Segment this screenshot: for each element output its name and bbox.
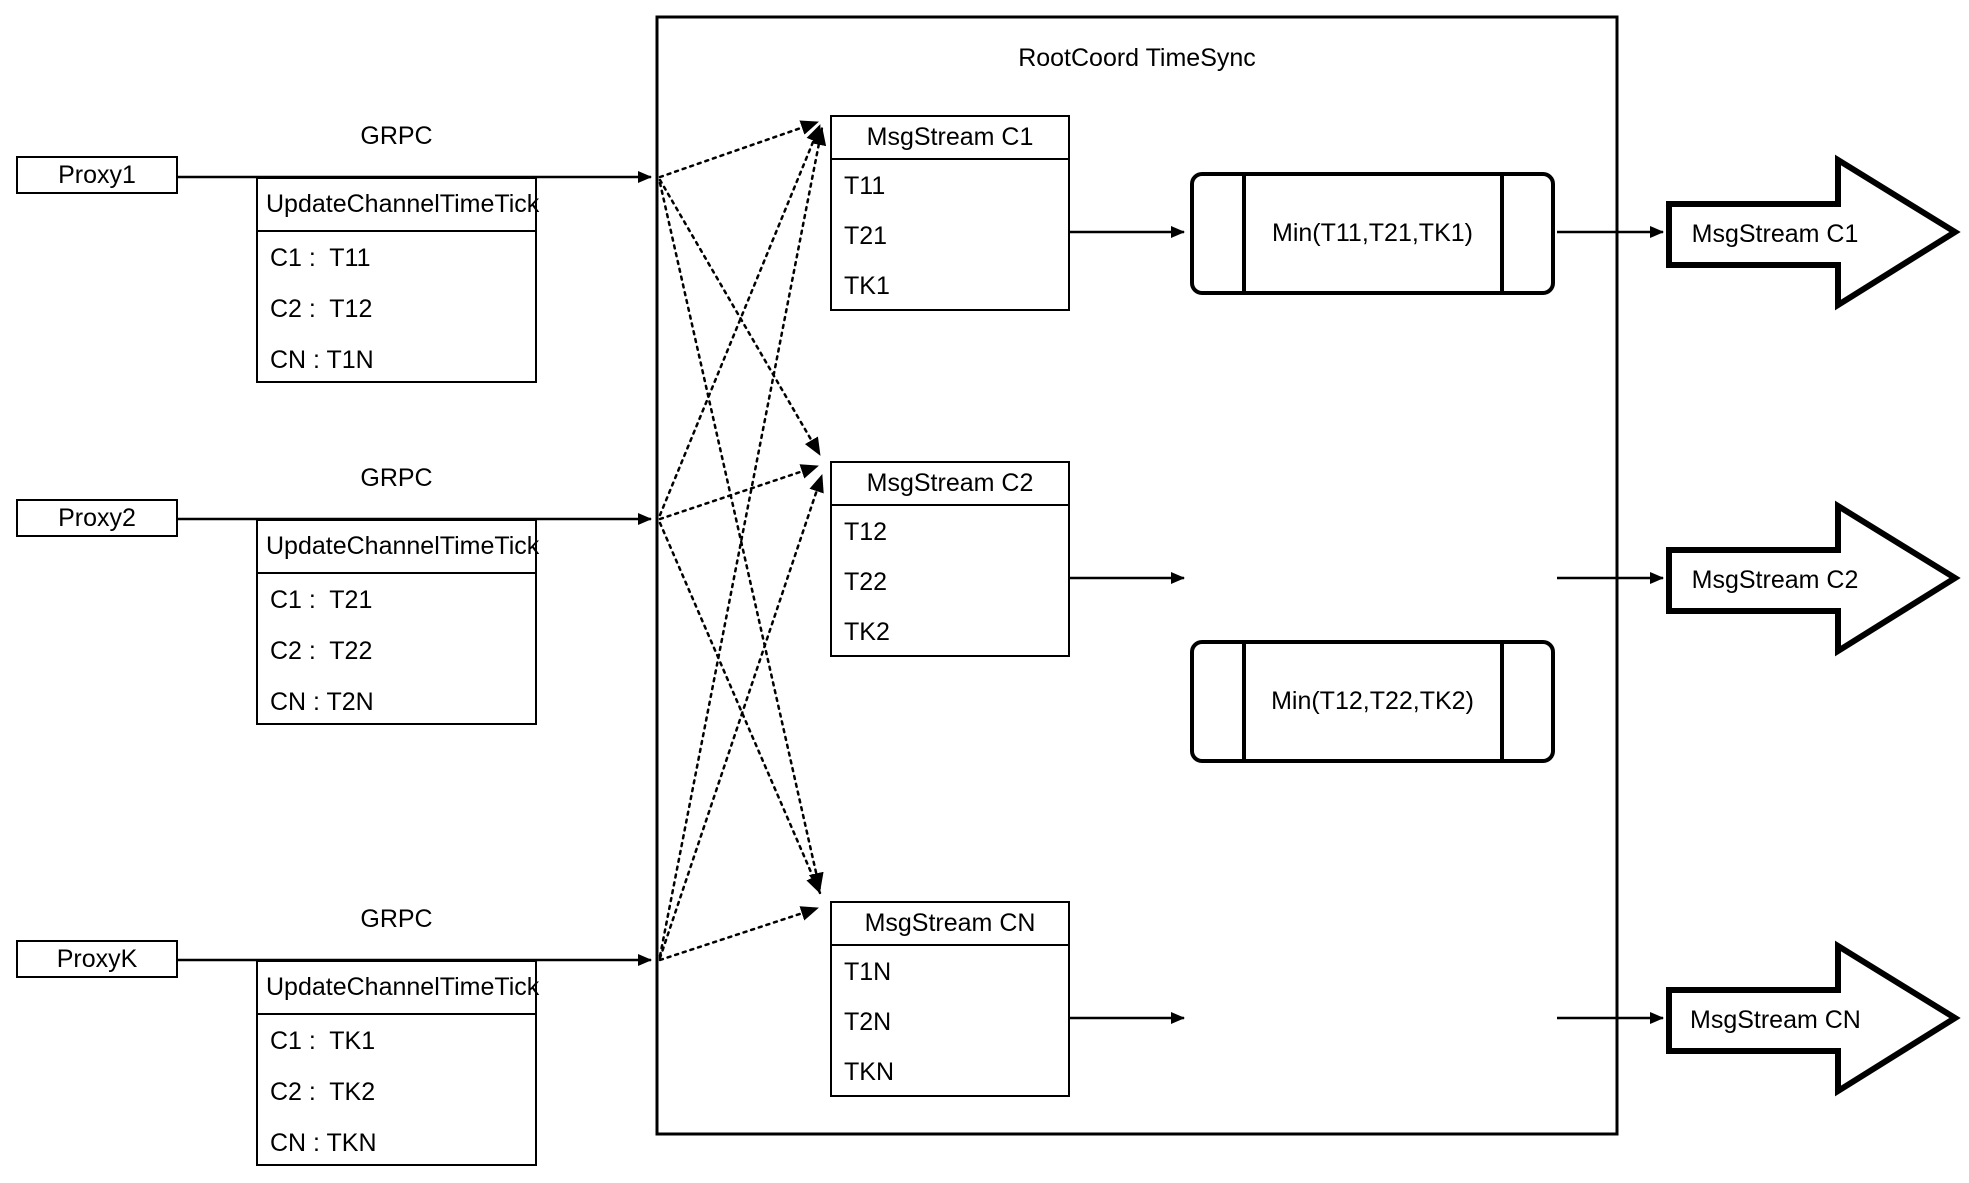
msgstream-row: TKN xyxy=(844,1058,894,1086)
msgstream-row: T11 xyxy=(844,172,886,200)
update-channel-timetick-box-3: UpdateChannelTimeTick C1 : TK1 C2 : TK2 … xyxy=(256,960,539,1166)
min-label-1: Min(T11,T21,TK1) xyxy=(1272,219,1473,247)
proxy-label-2: Proxy2 xyxy=(58,503,136,532)
msgstream-row: TK2 xyxy=(844,618,890,646)
msgstream-row: T22 xyxy=(844,568,888,596)
dotted-p2-c2 xyxy=(658,464,820,521)
msgstream-box-2: MsgStream C2 T12 T22 TK2 xyxy=(830,461,1070,657)
msgstream-row: T12 xyxy=(844,518,888,546)
process-right-bar xyxy=(1500,172,1504,295)
update-channel-timetick-title-3: UpdateChannelTimeTick xyxy=(258,962,539,1015)
proxy-box-3[interactable]: ProxyK xyxy=(16,940,178,978)
min-process-box-2: Min(T12,T22,TK2) xyxy=(1190,640,1555,763)
timetick-row: C1 : T11 xyxy=(270,244,371,272)
grpc-label-2: GRPC xyxy=(360,464,433,492)
grpc-label-3: GRPC xyxy=(360,905,433,933)
msgstream-title-3: MsgStream CN xyxy=(832,903,1068,946)
timetick-row: C2 : T22 xyxy=(270,637,373,665)
timetick-row: CN : T2N xyxy=(270,688,374,716)
proxy-box-2[interactable]: Proxy2 xyxy=(16,499,178,537)
min-label-2: Min(T12,T22,TK2) xyxy=(1271,687,1474,715)
process-left-bar xyxy=(1242,640,1246,763)
dotted-pk-cn xyxy=(658,906,820,962)
dotted-pk-c2 xyxy=(658,473,824,960)
update-channel-timetick-box-1: UpdateChannelTimeTick C1 : T11 C2 : T12 … xyxy=(256,177,539,383)
dotted-p1-cn xyxy=(658,181,824,892)
update-channel-timetick-box-2: UpdateChannelTimeTick C1 : T21 C2 : T22 … xyxy=(256,519,539,725)
output-stream-label-1: MsgStream C1 xyxy=(1691,220,1859,248)
dotted-p2-c1 xyxy=(658,123,822,517)
msgstream-row: T21 xyxy=(844,222,888,250)
timetick-row: CN : T1N xyxy=(270,346,374,374)
timetick-row: C1 : TK1 xyxy=(270,1027,376,1055)
msgstream-row: TK1 xyxy=(844,272,890,300)
proxy-label-3: ProxyK xyxy=(56,944,138,973)
process-left-bar xyxy=(1242,172,1246,295)
dotted-pk-c1 xyxy=(658,126,827,958)
dotted-p1-c1 xyxy=(658,120,820,179)
update-channel-timetick-title-2: UpdateChannelTimeTick xyxy=(258,521,539,574)
output-stream-label-2: MsgStream C2 xyxy=(1691,566,1859,594)
timetick-row: C1 : T21 xyxy=(270,586,373,614)
min-process-box-1: Min(T11,T21,TK1) xyxy=(1190,172,1555,295)
timetick-row: CN : TKN xyxy=(270,1129,377,1157)
process-right-bar xyxy=(1500,640,1504,763)
container-title: RootCoord TimeSync xyxy=(1018,44,1256,72)
msgstream-box-1: MsgStream C1 T11 T21 TK1 xyxy=(830,115,1070,311)
update-channel-timetick-title-1: UpdateChannelTimeTick xyxy=(258,179,539,232)
msgstream-title-2: MsgStream C2 xyxy=(832,463,1068,506)
timetick-row: C2 : TK2 xyxy=(270,1078,376,1106)
proxy-box-1[interactable]: Proxy1 xyxy=(16,156,178,194)
msgstream-row: T1N xyxy=(844,958,892,986)
proxy-label-1: Proxy1 xyxy=(58,160,136,189)
dotted-p2-cn xyxy=(658,521,822,895)
msgstream-box-3: MsgStream CN T1N T2N TKN xyxy=(830,901,1070,1097)
timetick-row: C2 : T12 xyxy=(270,295,373,323)
grpc-label-1: GRPC xyxy=(360,122,433,150)
dotted-p1-c2 xyxy=(658,178,822,457)
msgstream-title-1: MsgStream C1 xyxy=(832,117,1068,160)
output-stream-label-3: MsgStream CN xyxy=(1690,1006,1861,1034)
msgstream-row: T2N xyxy=(844,1008,892,1036)
